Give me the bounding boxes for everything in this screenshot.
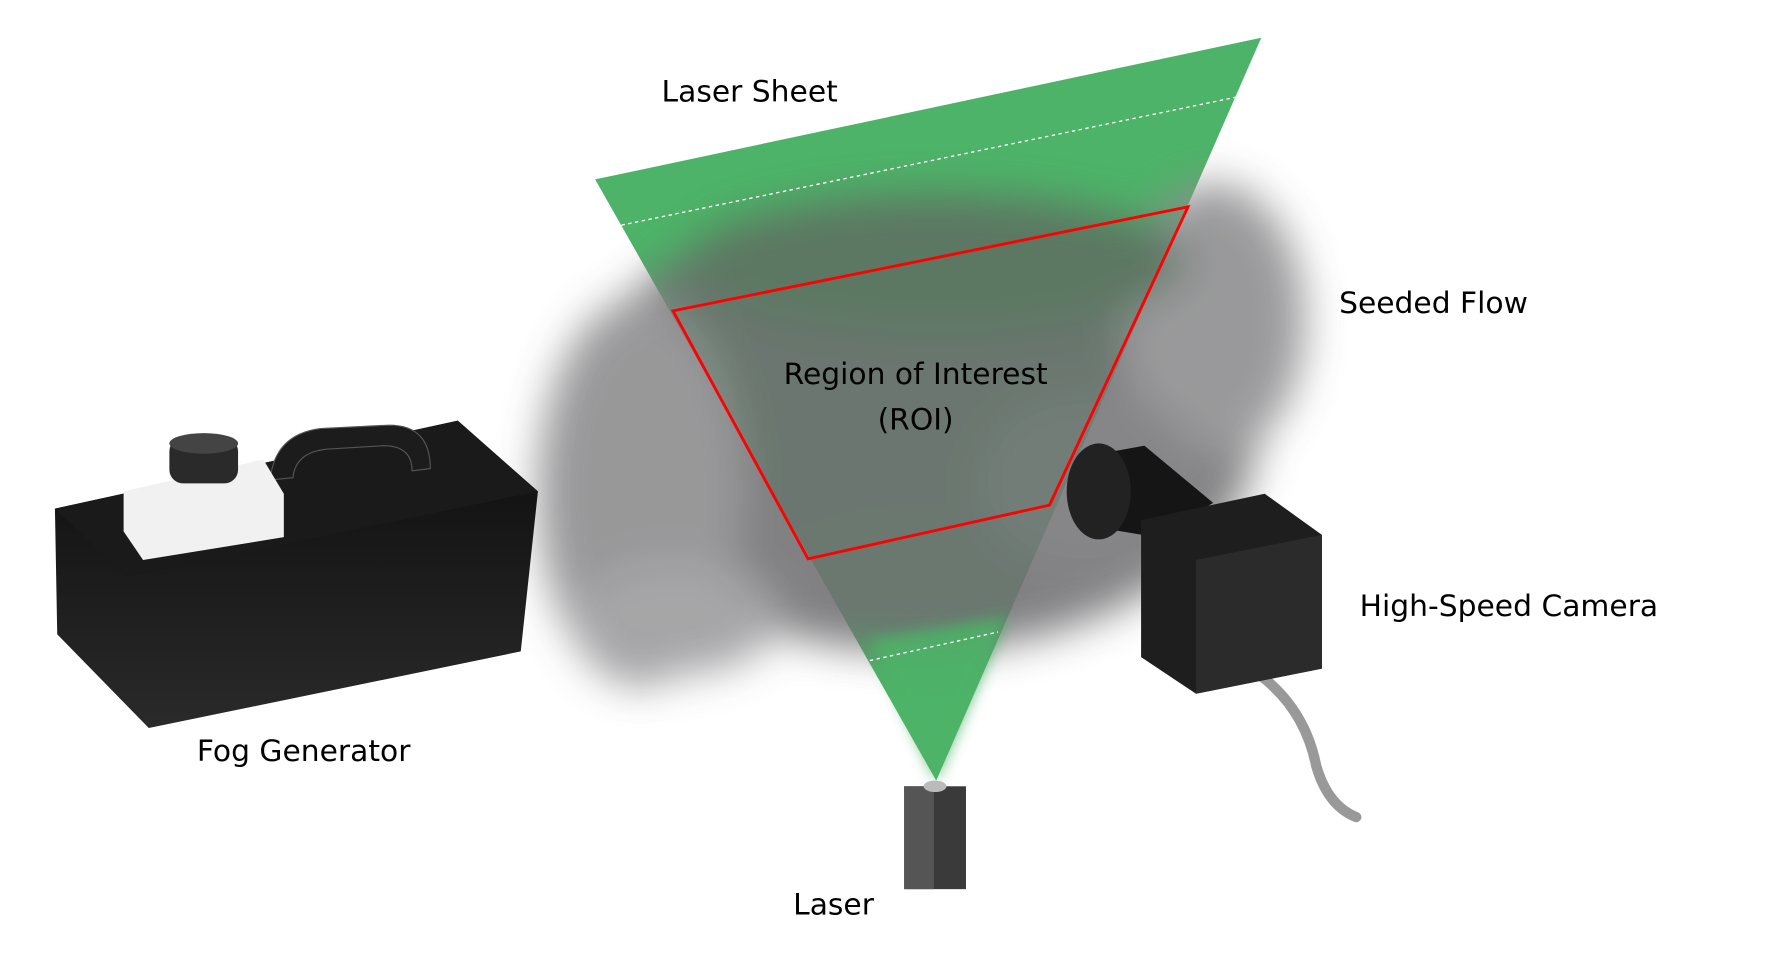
- label-laser: Laser: [793, 887, 875, 922]
- sheet-edge-dotted-line: [621, 96, 1237, 226]
- label-roi-abbrev: (ROI): [878, 403, 954, 438]
- roi-outline: [670, 204, 1191, 561]
- fog-generator-illustration: [54, 420, 538, 728]
- high-speed-camera-illustration: [1066, 443, 1362, 823]
- label-high-speed-camera: High-Speed Camera: [1360, 589, 1658, 624]
- label-fog-generator: Fog Generator: [197, 734, 411, 769]
- label-laser-sheet: Laser Sheet: [662, 75, 838, 110]
- laser-illustration: [904, 780, 966, 890]
- label-seeded-flow: Seeded Flow: [1339, 286, 1528, 321]
- label-roi-title: Region of Interest: [784, 357, 1048, 392]
- sheet-edge-dotted-line: [869, 631, 999, 662]
